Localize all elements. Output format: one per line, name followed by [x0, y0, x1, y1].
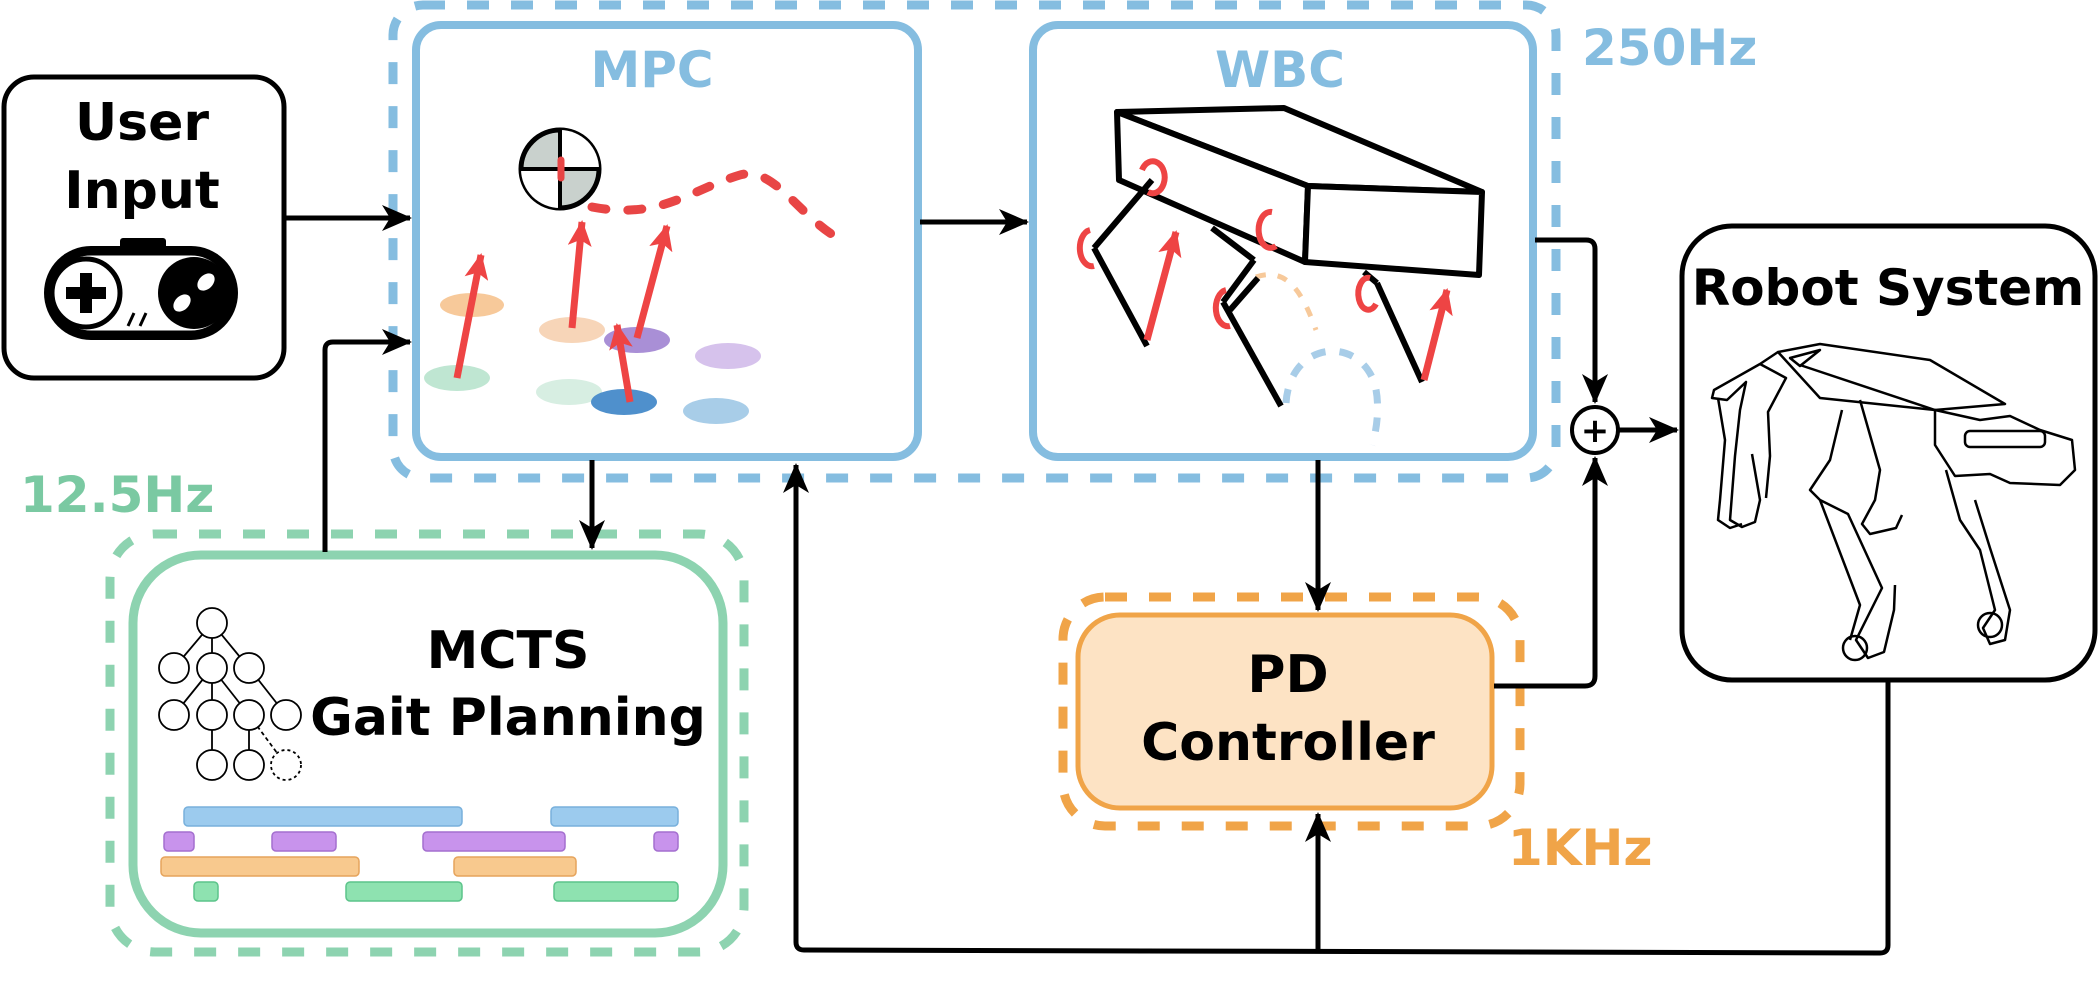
wbc-title: WBC — [1215, 41, 1345, 99]
summing-junction-symbol: + — [1581, 411, 1610, 451]
gamepad-icon — [44, 238, 238, 340]
mpc-block: MPC — [412, 21, 922, 461]
gait-schedule-icon — [160, 806, 679, 902]
mcts-label-line2: Gait Planning — [310, 688, 706, 748]
robot-system-block: Robot System — [1679, 223, 2098, 683]
force-arrow — [1143, 230, 1182, 341]
pd-label-line1: PD — [1247, 645, 1328, 705]
arrow-pd-to-sum — [1494, 456, 1608, 689]
search-tree-icon — [158, 607, 302, 781]
freq-label-1khz: 1KHz — [1508, 819, 1652, 877]
feedback-bus — [783, 463, 1891, 956]
pd-controller-block: PD Controller — [1075, 612, 1495, 811]
loop-12-5hz-boundary — [105, 529, 749, 957]
user-input-label-line2: Input — [64, 161, 219, 221]
loop-1khz-boundary — [1058, 592, 1525, 831]
mpc-title: MPC — [590, 41, 713, 99]
freq-label-250hz: 250Hz — [1582, 19, 1757, 77]
arrow-wbc-to-sum — [1535, 237, 1608, 404]
signal-connectors — [284, 205, 1891, 956]
force-arrow — [567, 220, 592, 329]
force-arrow — [1420, 288, 1453, 381]
pd-label-line2: Controller — [1141, 713, 1435, 773]
freq-label-12-5hz: 12.5Hz — [20, 466, 214, 524]
arrow-mcts-to-mpc — [322, 329, 412, 552]
quadruped-robot-icon — [1710, 342, 2077, 662]
target-icon — [518, 127, 602, 211]
force-arrow — [609, 323, 634, 403]
mcts-label-line1: MCTS — [427, 621, 590, 681]
user-input-block: User Input — [1, 74, 287, 381]
loop-250hz-boundary — [388, 0, 1561, 483]
wbc-block: WBC — [1029, 21, 1537, 461]
user-input-label-line1: User — [75, 93, 209, 153]
force-arrow — [633, 224, 673, 339]
summing-junction: + — [1570, 405, 1620, 455]
mcts-block: MCTS Gait Planning — [128, 550, 728, 938]
force-arrow — [453, 253, 489, 379]
robot-system-title: Robot System — [1692, 259, 2085, 317]
com-trajectory — [587, 169, 850, 247]
